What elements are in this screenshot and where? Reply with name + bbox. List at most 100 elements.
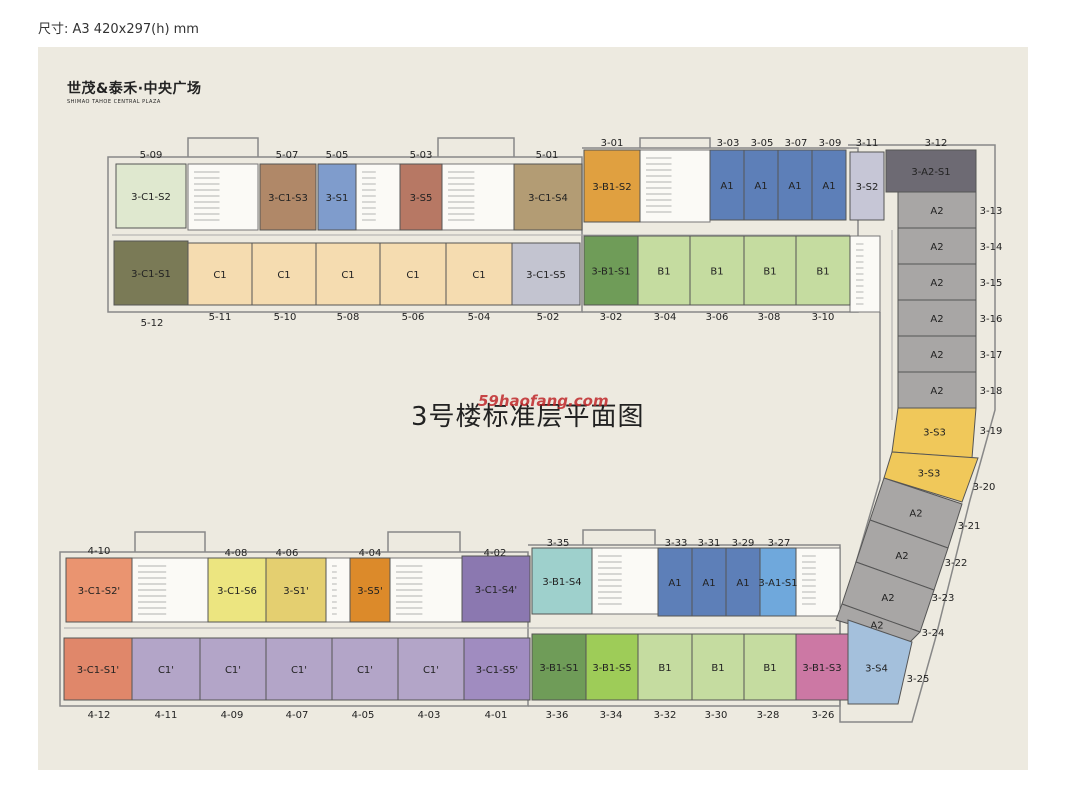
unit-number-label: 4-05: [352, 710, 375, 721]
unit-label: A2: [881, 593, 894, 604]
unit-label: 3-C1-S6: [217, 586, 257, 597]
unit-number-label: 4-08: [225, 548, 248, 559]
unit-number-label: 3-18: [980, 386, 1003, 397]
watermark: 59haofang.com: [478, 392, 609, 410]
unit-block: [349, 557, 391, 623]
unit-label: A1: [720, 181, 733, 192]
core-block: [849, 235, 881, 313]
unit-number-label: 3-35: [547, 538, 570, 549]
unit-number-label: 3-26: [812, 710, 835, 721]
unit-number-label: 4-03: [418, 710, 441, 721]
unit-number-label: 3-12: [925, 138, 948, 149]
unit-label: A2: [909, 509, 922, 520]
unit-number-label: 3-03: [717, 138, 740, 149]
upper-core-bump-mid: [639, 137, 711, 148]
unit-number-label: 3-23: [932, 593, 955, 604]
unit-number-label: 5-01: [536, 150, 559, 161]
unit-label: C1: [277, 270, 290, 281]
unit-number-label: 4-04: [359, 548, 382, 559]
unit-label: B1: [710, 267, 723, 278]
unit-label: A2: [930, 350, 943, 361]
unit-label: A2: [930, 242, 943, 253]
unit-label: A2: [930, 386, 943, 397]
unit-block: [399, 163, 443, 231]
unit-label: 3-C1-S5: [526, 270, 566, 281]
unit-label: B1: [763, 267, 776, 278]
unit-number-label: 4-09: [221, 710, 244, 721]
unit-number-label: 5-06: [402, 312, 425, 323]
unit-label: 3-C1-S4': [475, 585, 517, 596]
unit-label: 3-B1-S1: [539, 663, 578, 674]
unit-number-label: 3-05: [751, 138, 774, 149]
unit-label: A1: [788, 181, 801, 192]
unit-label: A2: [930, 278, 943, 289]
unit-number-label: 4-10: [88, 546, 111, 557]
stair-elevator-cores: [131, 149, 881, 623]
unit-number-label: 5-10: [274, 312, 297, 323]
unit-label: 3-B1-S3: [802, 663, 841, 674]
unit-block: [461, 555, 531, 623]
unit-label: 3-B1-S1: [591, 267, 630, 278]
unit-number-label: 5-03: [410, 150, 433, 161]
unit-number-label: 5-12: [141, 318, 164, 329]
unit-label: C1: [213, 270, 226, 281]
unit-label: B1: [658, 663, 671, 674]
unit-block: [265, 557, 327, 623]
unit-label: 3-B1-S2: [592, 182, 631, 193]
unit-number-label: 3-08: [758, 312, 781, 323]
unit-number-label: 5-04: [468, 312, 491, 323]
unit-block: [847, 619, 913, 705]
unit-label: A1: [754, 181, 767, 192]
unit-label: 3-S2: [856, 182, 879, 193]
unit-block: [811, 149, 847, 221]
core-block: [795, 547, 841, 617]
unit-number-label: 3-16: [980, 314, 1003, 325]
unit-number-label: 3-17: [980, 350, 1003, 361]
unit-number-label: 3-02: [600, 312, 623, 323]
unit-number-label: 3-06: [706, 312, 729, 323]
lower-core-bump-mid: [582, 529, 656, 545]
unit-label: B1: [763, 663, 776, 674]
unit-label: 3-S3: [923, 428, 946, 439]
unit-label: 3-A1-S1: [758, 578, 797, 589]
unit-block: [317, 163, 357, 231]
upper-core-bump-right: [437, 137, 515, 157]
unit-label: 3-C1-S5': [476, 665, 518, 676]
unit-label: A2: [930, 314, 943, 325]
unit-label: C1: [406, 270, 419, 281]
unit-number-label: 4-01: [485, 710, 508, 721]
unit-label: A1: [822, 181, 835, 192]
unit-number-label: 3-13: [980, 206, 1003, 217]
unit-number-label: 3-33: [665, 538, 688, 549]
unit-label: C1': [291, 665, 307, 676]
core-block: [187, 163, 259, 231]
core-block: [639, 149, 711, 223]
unit-number-label: 3-30: [705, 710, 728, 721]
unit-label: B1: [711, 663, 724, 674]
unit-number-label: 3-07: [785, 138, 808, 149]
unit-block: [513, 163, 583, 231]
core-block: [325, 557, 351, 623]
unit-label: 3-C1-S2: [131, 192, 171, 203]
unit-number-label: 5-07: [276, 150, 299, 161]
upper-right-wing-outline: [582, 147, 859, 313]
unit-block: [463, 637, 531, 701]
unit-block: [883, 451, 979, 503]
unit-label: 3-C1-S3: [268, 193, 308, 204]
unit-number-label: 3-31: [698, 538, 721, 549]
unit-label: C1': [225, 665, 241, 676]
unit-label: A2: [930, 206, 943, 217]
plan-title: 3号楼标准层平面图: [411, 402, 645, 432]
unit-number-label: 3-01: [601, 138, 624, 149]
unit-number-label: 5-09: [140, 150, 163, 161]
unit-label: 3-S1': [283, 586, 308, 597]
unit-number-label: 3-36: [546, 710, 569, 721]
unit-label: 3-S4: [865, 664, 888, 675]
unit-label: 3-S5: [410, 193, 433, 204]
unit-label: A2: [895, 551, 908, 562]
unit-label: 3-C1-S4: [528, 193, 568, 204]
unit-block: [583, 149, 641, 223]
unit-number-label: 5-11: [209, 312, 232, 323]
unit-number-label: 5-05: [326, 150, 349, 161]
